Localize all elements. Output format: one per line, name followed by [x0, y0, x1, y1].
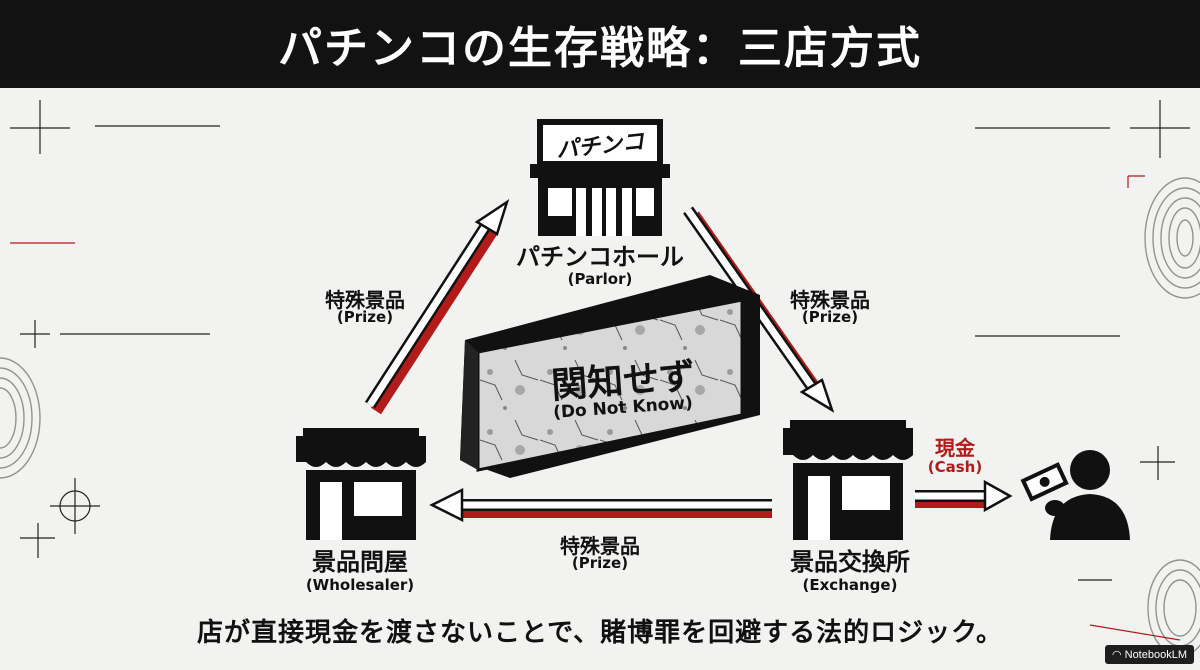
parlor-sublabel: (Parlor) [490, 270, 710, 288]
edge-sublabel-cash: (Cash) [915, 458, 995, 476]
wholesaler-label: 景品問屋 [280, 548, 440, 576]
badge-label: NotebookLM [1125, 649, 1187, 661]
notebooklm-badge: ◠ NotebookLM [1105, 645, 1194, 664]
notebooklm-icon: ◠ [1112, 649, 1125, 661]
exchange-sublabel: (Exchange) [760, 576, 940, 594]
exchange-label: 景品交換所 [760, 548, 940, 576]
wholesaler-building-icon [296, 428, 426, 540]
customer-person-icon [1021, 450, 1130, 540]
caption: 店が直接現金を渡さないことで、賭博罪を回避する法的ロジック。 [0, 612, 1200, 649]
edge-sublabel-parlor-exchange: (Prize) [765, 308, 895, 326]
arrow-exchange-to-wholesaler [432, 490, 772, 520]
parlor-label: パチンコホール [490, 243, 710, 271]
edge-sublabel-wholesaler-parlor: (Prize) [300, 308, 430, 326]
edge-label-cash: 現金 [915, 432, 995, 461]
arrow-exchange-to-customer [915, 482, 1010, 510]
wholesaler-sublabel: (Wholesaler) [280, 576, 440, 594]
edge-sublabel-exchange-wholesaler: (Prize) [535, 554, 665, 572]
exchange-building-icon [783, 420, 913, 540]
